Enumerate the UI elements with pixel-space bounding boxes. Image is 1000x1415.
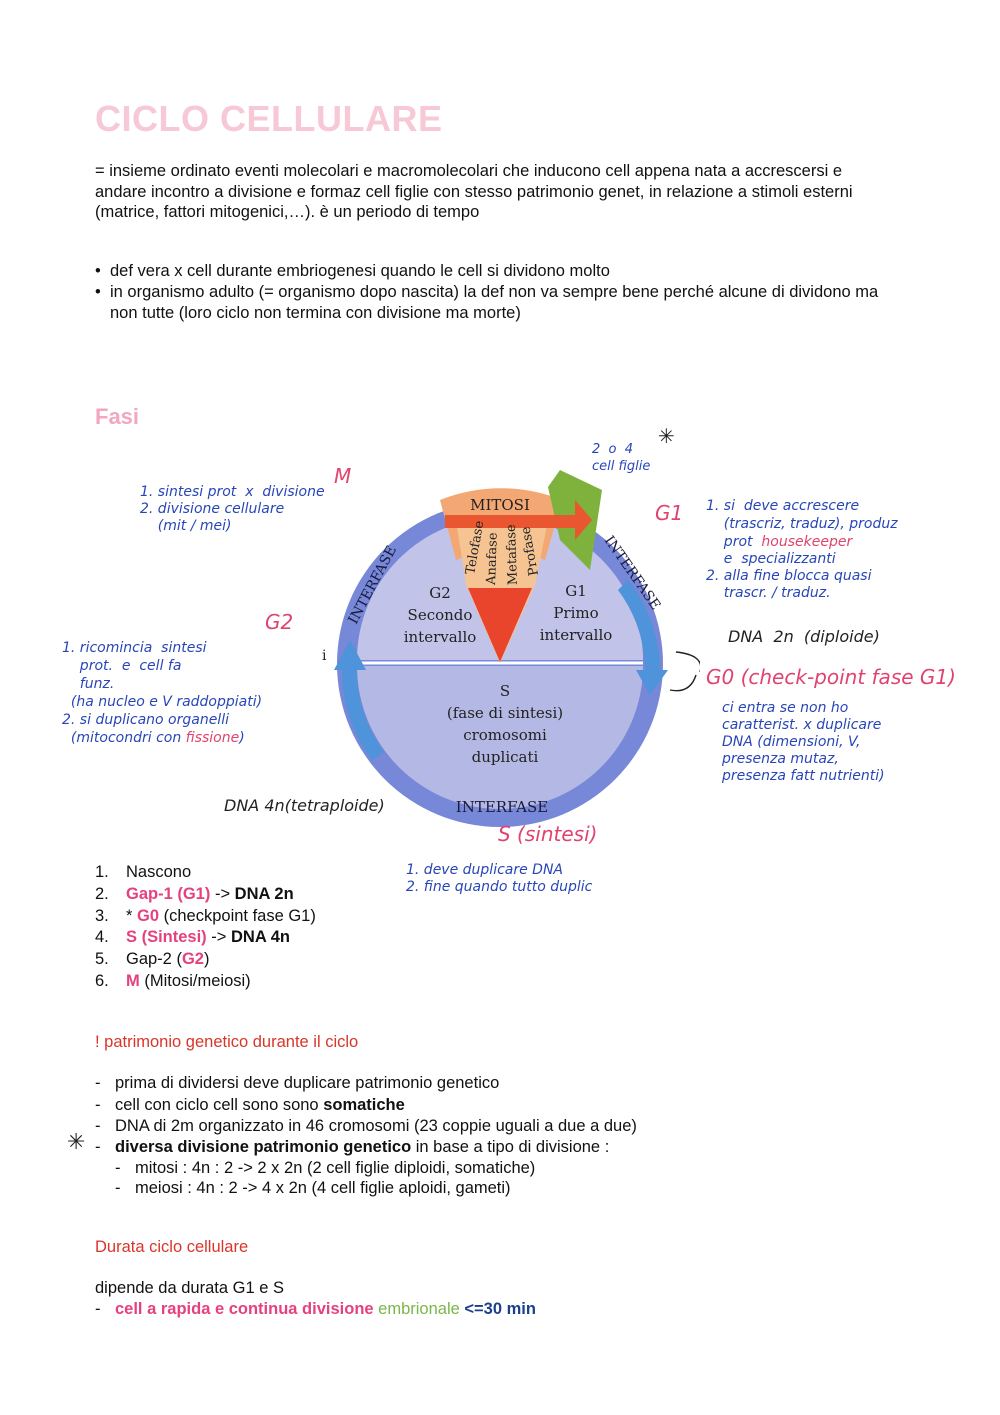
- list-number: 6.: [95, 971, 109, 990]
- bullet-text: in organismo adulto (= organismo dopo na…: [110, 283, 879, 322]
- phase-name: M: [126, 971, 140, 990]
- interfase-bottom-label: INTERFASE: [456, 798, 548, 816]
- definition-paragraph: = insieme ordinato eventi molecolari e m…: [95, 162, 853, 221]
- item-text: prima di dividersi deve duplicare patrim…: [115, 1074, 500, 1092]
- durata-text: dipende da durata G1 e S: [95, 1279, 284, 1297]
- dash-mark: -: [95, 1300, 101, 1318]
- mitosi-arrow: [445, 500, 592, 540]
- item-green: embrionale: [373, 1300, 465, 1318]
- hw-g1-notes-1: 1. si deve accrescere (trascriz, traduz)…: [706, 498, 898, 550]
- list-number: 2.: [95, 884, 109, 903]
- bullet-text: def vera x cell durante embriogenesi qua…: [110, 262, 610, 280]
- list-number: 5.: [95, 950, 109, 969]
- cycle-arrow-right: [618, 580, 668, 695]
- phase-dna: DNA 4n: [231, 928, 290, 947]
- section-heading-fasi: Fasi: [95, 404, 140, 429]
- phase-dna: DNA 2n: [234, 884, 294, 903]
- hw-m-notes: 1. sintesi prot x divisione 2. divisione…: [140, 484, 325, 534]
- hw-g0-label: G0 (check-point fase G1): [706, 665, 956, 689]
- item-text: in base a tipo di divisione :: [411, 1138, 610, 1156]
- hw-g1-notes-2: e specializzanti 2. alla fine blocca qua…: [706, 551, 872, 601]
- hw-g1-notes: 1. si deve accrescere (trascriz, traduz)…: [706, 497, 898, 602]
- phase-name: G0: [137, 906, 160, 925]
- page-title: CICLO CELLULARE: [95, 98, 443, 139]
- dash-mark: -: [95, 1096, 101, 1114]
- phase-desc: (Mitosi/meiosi): [139, 971, 251, 990]
- hw-m-label: M: [334, 464, 352, 488]
- s-line3: duplicati: [472, 748, 539, 766]
- list-number: 3.: [95, 906, 109, 925]
- sub-item-text: meiosi : 4n : 2 -> 4 x 2n (4 cell figlie…: [135, 1179, 511, 1197]
- hw-s-label: S (sintesi): [498, 822, 598, 846]
- g1-label: G1: [565, 582, 587, 600]
- bullet-dot: •: [95, 262, 101, 280]
- dash-mark: -: [95, 1117, 101, 1135]
- phase-name: G2: [181, 950, 204, 969]
- g2-line1: Secondo: [408, 606, 473, 624]
- phase-name: Gap-1 (G1): [126, 884, 211, 903]
- stray-letter: i: [322, 648, 327, 664]
- hw-dna-4n: DNA 4n(tetraploide): [224, 796, 385, 815]
- dash-mark: -: [95, 1074, 101, 1092]
- sub-item-text: mitosi : 4n : 2 -> 2 x 2n (2 cell figlie…: [135, 1159, 536, 1177]
- asterisk-icon: ✳: [67, 1130, 86, 1155]
- s-label: S: [500, 682, 510, 700]
- hw-count: 2 o 4 cell figlie: [592, 442, 651, 474]
- g2-line2: intervallo: [404, 628, 477, 646]
- hw-g1-label: G1: [655, 501, 684, 525]
- g1-line1: Primo: [553, 604, 598, 622]
- item-text: DNA di 2m organizzato in 46 cromosomi (2…: [115, 1117, 637, 1135]
- phase-arrow: ->: [210, 884, 235, 903]
- hw-housekeeper: housekeeper: [761, 534, 853, 550]
- bullet-dot: •: [95, 283, 101, 301]
- asterisk-icon: ✳: [658, 424, 675, 448]
- phase-text: ): [203, 950, 210, 969]
- red-wedge: [468, 588, 532, 662]
- anafase-label: Anafase: [484, 532, 501, 586]
- item-navy: <=30 min: [464, 1300, 536, 1318]
- s-line2: cromosomi: [463, 726, 547, 744]
- hw-g2-close: ): [239, 730, 245, 746]
- list-number: 4.: [95, 928, 109, 947]
- dash-mark: -: [115, 1179, 121, 1197]
- phase-arrow: ->: [206, 928, 231, 947]
- hw-g2-notes-1: 1. ricomincia sintesi prot. e cell fa fu…: [62, 640, 263, 746]
- phase-text: Nascono: [126, 863, 192, 881]
- phase-text: Gap-2 (: [126, 950, 182, 969]
- cell-cycle-diagram: MITOSI Telofase Anafase Metafase Profase…: [322, 470, 700, 827]
- g1-line2: intervallo: [540, 626, 613, 644]
- phase-star: *: [126, 906, 138, 925]
- dash-mark: -: [95, 1138, 101, 1156]
- hw-g2-notes: 1. ricomincia sintesi prot. e cell fa fu…: [62, 639, 262, 747]
- hw-g0-notes: ci entra se non ho caratterist. x duplic…: [722, 700, 885, 784]
- metafase-label: Metafase: [504, 524, 521, 586]
- cycle-arrow-left: [334, 640, 384, 760]
- hw-dna-2n: DNA 2n (diploide): [728, 627, 880, 646]
- item-text: cell con ciclo cell sono sono: [115, 1096, 324, 1114]
- hw-fissione: fissione: [185, 730, 240, 746]
- lower-half: [357, 666, 643, 809]
- s-line1: (fase di sintesi): [447, 704, 563, 722]
- item-bold: diversa divisione patrimonio genetico: [115, 1138, 412, 1156]
- section-heading-durata: Durata ciclo cellulare: [95, 1238, 249, 1256]
- dash-mark: -: [115, 1159, 121, 1177]
- section-heading-patrimonio: ! patrimonio genetico durante il ciclo: [95, 1033, 359, 1051]
- hw-s-notes: 1. deve duplicare DNA 2. fine quando tut…: [406, 862, 593, 895]
- mitosi-label: MITOSI: [470, 496, 530, 514]
- phase-name: S (Sintesi): [126, 928, 207, 947]
- list-number: 1.: [95, 863, 109, 881]
- item-bold: somatiche: [323, 1096, 405, 1114]
- hw-g2-label: G2: [265, 610, 294, 634]
- phase-desc: (checkpoint fase G1): [159, 906, 316, 925]
- item-pink: cell a rapida e continua divisione: [115, 1300, 374, 1318]
- g2-label: G2: [429, 584, 451, 602]
